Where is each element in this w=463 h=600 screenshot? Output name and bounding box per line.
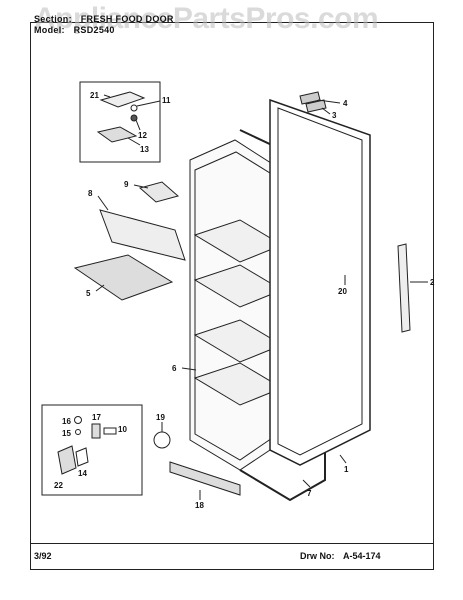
- callout-18: 18: [195, 501, 204, 510]
- part-5-dairy-compartment: [73, 254, 174, 301]
- part-19-cam: [153, 431, 171, 449]
- part-13-bracket: [96, 126, 138, 143]
- leader-8: [97, 195, 109, 211]
- leader-3: [321, 107, 331, 115]
- part-4-trim: [305, 99, 327, 113]
- leader-11: [136, 100, 161, 107]
- part-17-hinge-bracket: [91, 423, 101, 439]
- diagram-frame: [30, 22, 434, 570]
- model-heading: Model: RSD2540: [34, 25, 115, 35]
- part-16-washer: [74, 416, 82, 424]
- callout-10: 10: [118, 425, 127, 434]
- callout-13: 13: [140, 145, 149, 154]
- part-9-bracket: [138, 181, 180, 203]
- callout-21: 21: [90, 91, 99, 100]
- callout-9: 9: [124, 180, 129, 189]
- drawing-number: A-54-174: [343, 551, 381, 561]
- part-11-screw: [130, 104, 138, 112]
- leader-5: [95, 284, 105, 292]
- part-22-hinge: [57, 445, 77, 475]
- footer-drawing-number: Drw No: A-54-174: [300, 551, 381, 561]
- part-18-bottom-trim: [169, 461, 241, 496]
- leader-1: [339, 454, 347, 464]
- callout-14: 14: [78, 469, 87, 478]
- inset-box-cover-parts: [79, 81, 161, 163]
- drawing-label: Drw No:: [300, 551, 335, 561]
- part-2-handle: [397, 243, 411, 333]
- leader-7: [302, 479, 311, 488]
- leader-21: [103, 94, 111, 98]
- callout-2: 2: [430, 278, 435, 287]
- callout-8: 8: [88, 189, 93, 198]
- callout-12: 12: [138, 131, 147, 140]
- callout-5: 5: [86, 289, 91, 298]
- callout-3: 3: [332, 111, 337, 120]
- leader-9: [133, 184, 149, 189]
- model-label: Model:: [34, 25, 65, 35]
- door-panel-inner: [277, 107, 363, 456]
- leader-13: [127, 137, 141, 146]
- watermark: AppliancePartsPros.com: [34, 2, 379, 35]
- part-10-pin: [103, 427, 117, 435]
- part-15-screw: [75, 429, 81, 435]
- callout-16: 16: [62, 417, 71, 426]
- part-12-washer: [130, 114, 138, 122]
- leader-12: [135, 119, 141, 131]
- callout-1: 1: [344, 465, 349, 474]
- callout-22: 22: [54, 481, 63, 490]
- section-label: Section:: [34, 14, 72, 24]
- callout-17: 17: [92, 413, 101, 422]
- callout-15: 15: [62, 429, 71, 438]
- inset-box-hinge-parts: [41, 404, 143, 496]
- callout-7: 7: [307, 489, 312, 498]
- callout-20: 20: [338, 287, 347, 296]
- section-heading: Section: FRESH FOOD DOOR: [34, 14, 174, 24]
- footer-date: 3/92: [34, 551, 52, 561]
- footer-divider: [30, 543, 434, 544]
- callout-6: 6: [172, 364, 177, 373]
- section-value: FRESH FOOD DOOR: [80, 14, 174, 24]
- door-panel: [269, 98, 371, 466]
- model-value: RSD2540: [73, 25, 115, 35]
- callout-4: 4: [343, 99, 348, 108]
- callout-11: 11: [162, 96, 171, 105]
- leader-4: [317, 99, 341, 104]
- callout-19: 19: [156, 413, 165, 422]
- leader-6: [181, 367, 197, 371]
- part-8-dairy-door: [99, 209, 186, 261]
- part-21-cover: [99, 91, 146, 108]
- part-14-spacer: [75, 447, 89, 467]
